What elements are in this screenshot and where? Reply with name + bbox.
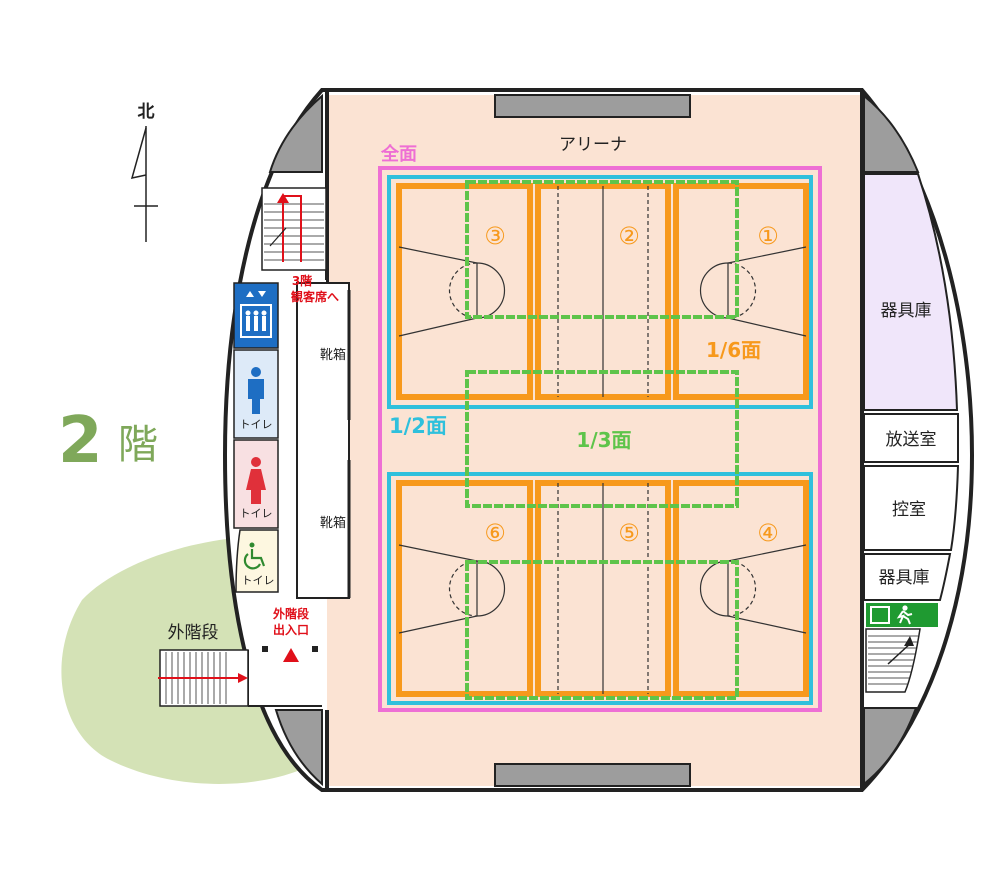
- sixth-court-6: [396, 480, 533, 697]
- waiting-room-label: 控室: [892, 500, 926, 520]
- outer-stairs-label: 外階段: [168, 623, 219, 643]
- full-court-label: 全面: [380, 143, 417, 165]
- half-court-south: [387, 472, 813, 705]
- corner-panel-ne: [863, 93, 920, 173]
- court-number-2: ②: [618, 222, 640, 250]
- east-stairs: [865, 628, 921, 693]
- sixth-court-4: [673, 480, 809, 697]
- third-court-north: [465, 180, 739, 319]
- equipment-storage-north-label: 器具庫: [881, 301, 932, 321]
- male-toilet-icon: [248, 367, 264, 414]
- third-court-middle: [465, 370, 739, 508]
- court-number-5: ⑤: [618, 519, 640, 547]
- wall-pad-north: [494, 94, 691, 118]
- compass-north-label: 北: [138, 102, 155, 122]
- court-markings: [398, 186, 807, 694]
- arena-floor: [327, 95, 860, 786]
- emergency-exit-icon: [870, 605, 913, 625]
- outer-entrance-label-1: 外階段: [273, 606, 310, 621]
- shoe-rack-corridor: [296, 282, 350, 599]
- broadcast-room: [863, 413, 959, 463]
- sixth-court-label: 1/6面: [706, 338, 761, 362]
- entrance-hall: [248, 600, 324, 706]
- half-court-north: [387, 175, 813, 409]
- arena-label: アリーナ: [559, 135, 627, 155]
- floor-suffix: 階: [118, 422, 158, 468]
- accessible-toilet: [235, 529, 279, 593]
- half-court-label: 1/2面: [389, 414, 447, 438]
- court-number-4: ④: [757, 519, 779, 547]
- third-courts: [465, 180, 739, 700]
- elevator-icon: [240, 291, 272, 338]
- entrance-triangle-icon: [283, 648, 299, 662]
- wall-pad-south: [494, 763, 691, 787]
- full-court-boundary: [378, 166, 822, 712]
- equipment-storage-south-label: 器具庫: [879, 568, 930, 588]
- shoe-rack-south-label: 靴箱: [320, 515, 346, 531]
- third-court-south: [465, 560, 739, 700]
- outer-entrance-label-2: 出入口: [273, 622, 309, 637]
- wheelchair-icon: [243, 542, 266, 570]
- stairs-to-third-floor: [261, 187, 327, 271]
- court-number-3: ③: [484, 222, 506, 250]
- court-numbers: ① ② ③ ④ ⑤ ⑥: [484, 222, 779, 547]
- equipment-storage-south: [863, 553, 952, 601]
- stairs-to-third-floor-label-1: 3階: [292, 273, 312, 288]
- waiting-room: [863, 465, 960, 551]
- equipment-storage-north: [863, 173, 959, 411]
- sixth-court-1: [673, 183, 809, 400]
- court-number-1: ①: [757, 222, 779, 250]
- floor-number: 2: [58, 404, 103, 478]
- broadcast-room-label: 放送室: [886, 430, 937, 450]
- outer-stairs: [158, 649, 249, 707]
- stairs-to-third-floor-label-2: 観客席へ: [291, 289, 339, 304]
- corner-panel-nw: [268, 93, 323, 173]
- male-toilet-label: トイレ: [240, 418, 273, 431]
- corner-panel-se: [863, 707, 918, 787]
- north-arrow-icon: [130, 126, 158, 242]
- female-toilet-icon: [246, 457, 266, 504]
- shoe-rack-north-label: 靴箱: [320, 347, 346, 363]
- accessible-toilet-label: トイレ: [242, 574, 275, 587]
- sixth-court-3: [396, 183, 533, 400]
- third-court-label: 1/3面: [576, 428, 631, 452]
- corner-panel-sw: [274, 709, 323, 787]
- court-number-6: ⑥: [484, 519, 506, 547]
- female-toilet-label: トイレ: [240, 507, 273, 520]
